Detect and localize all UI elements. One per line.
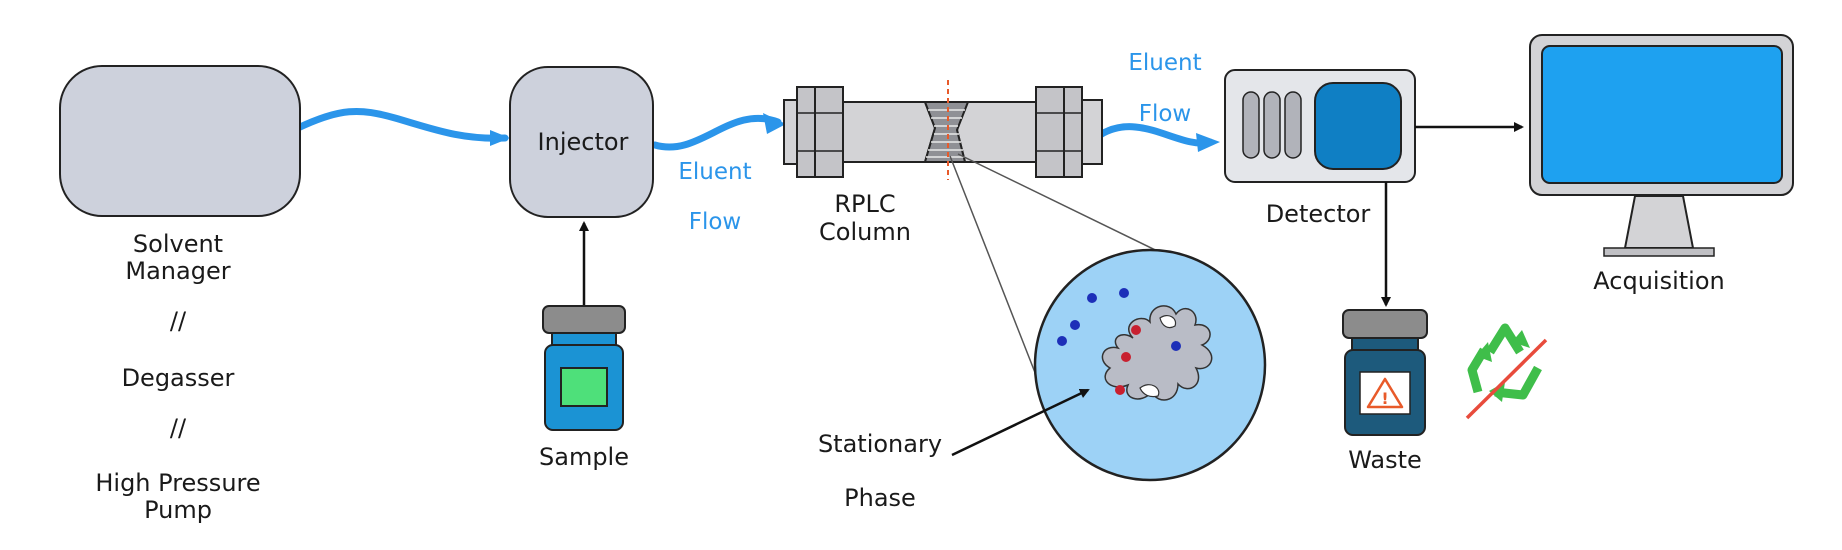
acquisition-label: Acquisition (1593, 267, 1724, 295)
stationary-phase-arrow (951, 388, 1090, 457)
eluent-flow-label-3: Eluent (1128, 50, 1201, 76)
sample-vial (542, 305, 626, 431)
eluent-tubing (294, 108, 1220, 152)
tube-arrowhead (1196, 133, 1220, 152)
stationary-phase-label-2: Phase (844, 484, 916, 512)
injector-label: Injector (538, 128, 629, 156)
detector-label: Detector (1266, 200, 1371, 228)
warning-mark: ! (1381, 389, 1388, 408)
pump-label-2: Pump (144, 496, 212, 524)
solvent-manager-label-2: Manager (125, 257, 230, 285)
separator-label: // (170, 414, 187, 442)
waste-label: Waste (1348, 446, 1422, 474)
sample-label: Sample (539, 443, 629, 471)
warning-triangle-icon: ! (1366, 377, 1404, 409)
degasser-label: Degasser (122, 364, 235, 392)
stationary-phase-zoom (1033, 248, 1267, 482)
eluent-flow-label-4: Flow (1139, 101, 1192, 127)
zoom-line-left (949, 155, 1046, 399)
tube-solvent-to-injector (294, 108, 509, 142)
column-label-1: RPLC (834, 190, 895, 218)
injector-box (509, 66, 654, 218)
zoom-line-right (957, 153, 1181, 263)
stationary-phase-label-1: Stationary (818, 430, 942, 458)
tube-injector-to-column (651, 114, 782, 151)
solvent-manager-label-1: Solvent (133, 230, 223, 258)
detector (1224, 69, 1416, 183)
recycle-icon (1465, 323, 1548, 420)
eluent-flow-label-2: Flow (689, 209, 742, 235)
solvent-manager-box (59, 65, 301, 217)
rplc-column (783, 80, 1103, 180)
separator-label: // (170, 307, 187, 335)
tube-column-to-detector (1096, 123, 1214, 147)
column-label-2: Column (819, 218, 911, 246)
tube-arrowhead (763, 113, 786, 134)
pump-label-1: High Pressure (95, 469, 260, 497)
waste-vial: ! (1342, 309, 1428, 436)
cross-out-line (1465, 338, 1548, 420)
tube-arrowhead (490, 130, 510, 146)
monitor-icon (1529, 34, 1794, 257)
eluent-flow-label-1: Eluent (678, 159, 751, 185)
